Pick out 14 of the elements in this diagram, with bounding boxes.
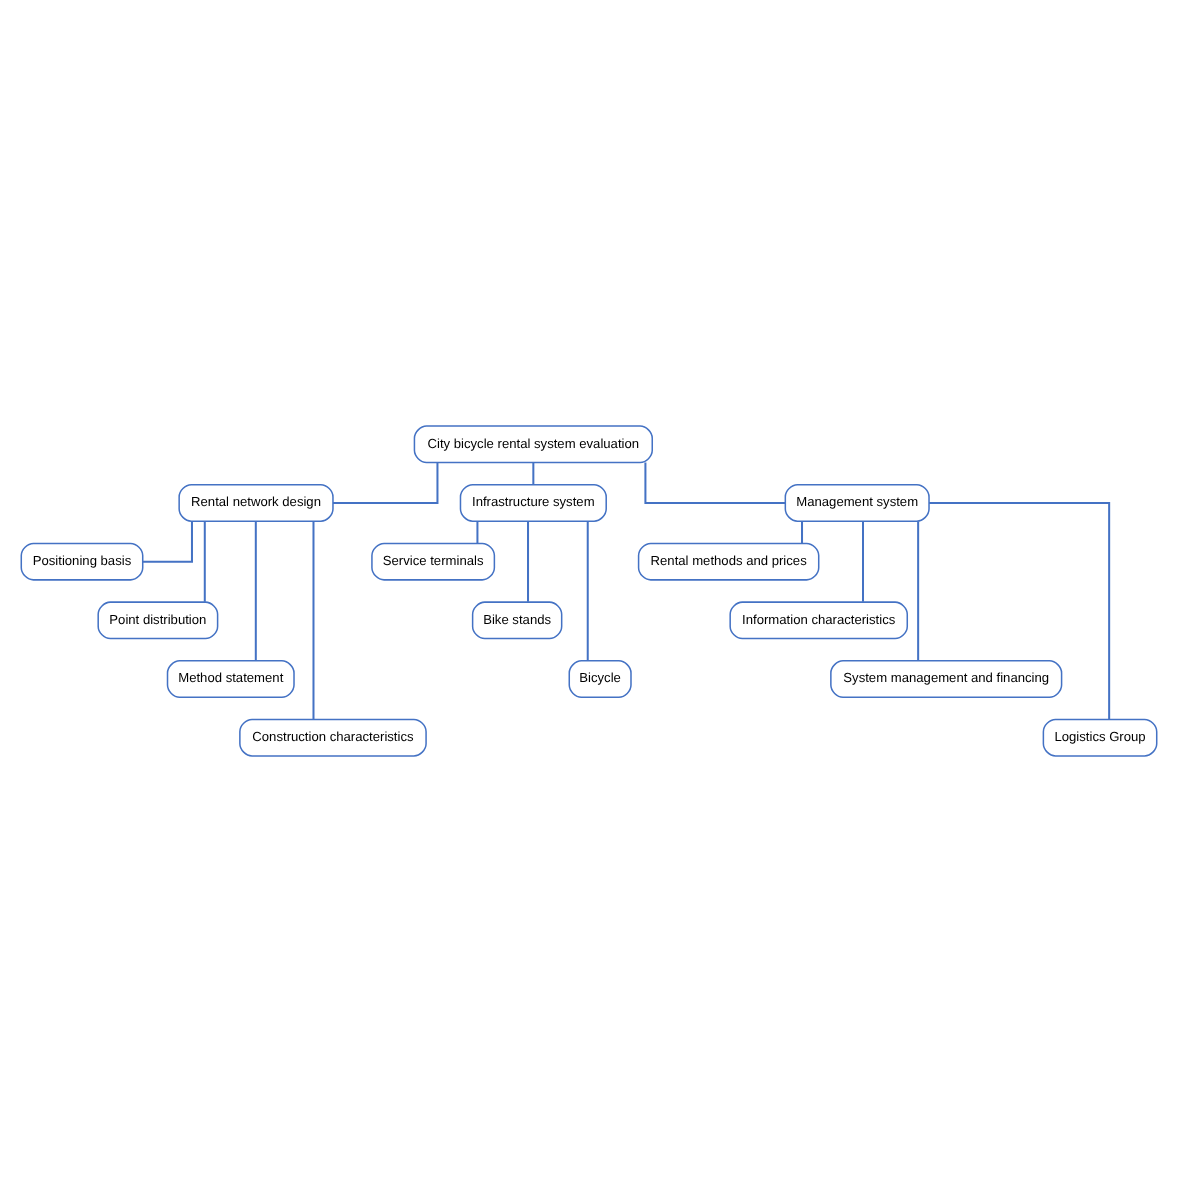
connector: [476, 520, 479, 543]
connector: [254, 520, 257, 660]
connector: [532, 461, 535, 484]
connector: [312, 520, 315, 719]
connector: [801, 520, 804, 543]
connector: [644, 461, 786, 503]
connector: [203, 520, 206, 601]
connector: [862, 520, 864, 601]
connector: [586, 520, 589, 660]
connector: [333, 461, 439, 503]
connector: [917, 520, 920, 660]
connector: [527, 520, 530, 601]
connector: [142, 520, 193, 562]
connector: [929, 500, 1111, 719]
